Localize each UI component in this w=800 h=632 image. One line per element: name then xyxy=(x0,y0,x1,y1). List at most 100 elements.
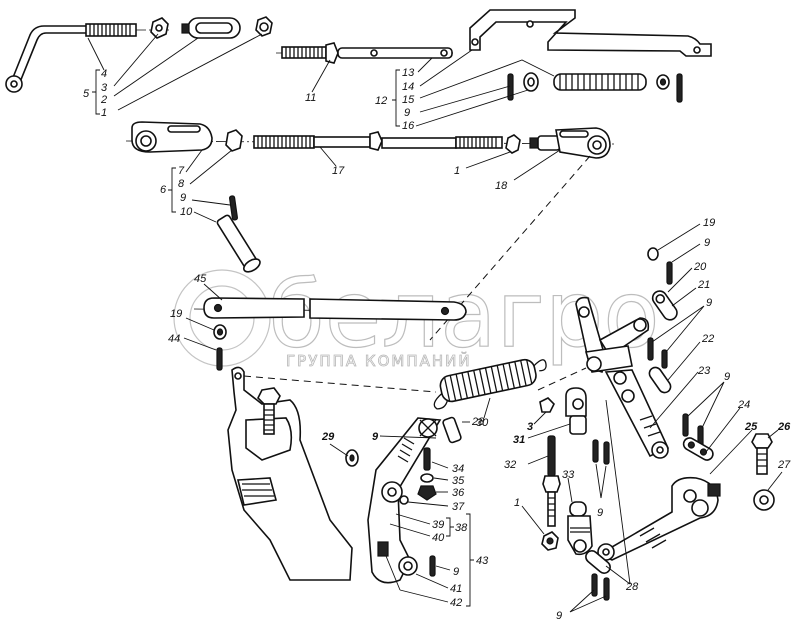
assembly-line-bracket xyxy=(243,375,437,393)
washer-part-35 xyxy=(420,473,434,483)
leader-44 xyxy=(183,337,217,351)
nut-part-36 xyxy=(417,485,437,501)
label-9-group-12: 9 xyxy=(404,107,410,119)
label-9-lever: 9 xyxy=(453,566,459,578)
bolt-part-34 xyxy=(423,447,431,471)
bolt-part-32 xyxy=(542,435,561,527)
crank-rod-part-4 xyxy=(5,23,172,93)
label-18: 18 xyxy=(495,180,508,192)
leader-lines-34-37 xyxy=(407,461,449,507)
label-23: 23 xyxy=(697,365,711,377)
leader-20 xyxy=(667,267,693,293)
link-bar-part-45 xyxy=(193,297,467,321)
label-9-r3: 9 xyxy=(724,371,730,383)
nut-part-1-rod xyxy=(505,134,521,154)
label-1-bottom: 1 xyxy=(514,497,520,509)
label-8: 8 xyxy=(178,178,185,190)
label-40: 40 xyxy=(432,532,445,544)
pin-part-37 xyxy=(399,495,409,505)
label-9-lever-top: 9 xyxy=(372,431,379,443)
leader-lines-group-12 xyxy=(392,49,555,127)
lever-part-40 xyxy=(367,417,442,584)
leader-29 xyxy=(329,443,349,457)
label-3: 3 xyxy=(527,421,533,433)
label-group-6: 6 xyxy=(160,184,167,196)
label-34: 34 xyxy=(452,463,464,475)
leader-9-r1 xyxy=(671,243,701,263)
label-3: 3 xyxy=(101,82,108,94)
watermark-subtitle: ГРУППА КОМПАНИЙ xyxy=(286,351,472,370)
label-7: 7 xyxy=(178,165,185,177)
label-10: 10 xyxy=(180,206,193,218)
cotter-pin-part-9-right xyxy=(676,73,683,103)
label-44: 44 xyxy=(168,333,180,345)
leader-19-left xyxy=(185,317,215,331)
label-41: 41 xyxy=(450,583,462,595)
washer-part-16b xyxy=(656,74,670,90)
label-43: 43 xyxy=(476,555,489,567)
label-13: 13 xyxy=(402,67,415,79)
label-19-left: 19 xyxy=(170,308,182,320)
label-31: 31 xyxy=(513,434,525,446)
nut-part-3 xyxy=(150,17,169,39)
leader-19-right xyxy=(657,223,701,251)
spring-part-15 xyxy=(553,73,647,91)
label-21: 21 xyxy=(697,279,710,291)
leader-32 xyxy=(527,455,549,465)
cotter-pin-part-9-b2 xyxy=(603,577,610,601)
leader-lines-group-6 xyxy=(168,149,233,223)
washer-part-19-left xyxy=(213,324,227,340)
leader-lines-group-5 xyxy=(87,33,263,115)
washer-part-27 xyxy=(753,489,775,511)
label-26: 26 xyxy=(777,421,791,433)
cotter-pin-part-9-b1 xyxy=(591,573,598,597)
label-2: 2 xyxy=(100,94,107,106)
leader-3 xyxy=(533,411,547,425)
cotter-pins-part-9-center xyxy=(592,439,610,499)
leader-1-rod xyxy=(465,151,511,169)
pin-part-10 xyxy=(216,214,261,273)
washer-part-19-right xyxy=(647,247,659,261)
label-42: 42 xyxy=(450,597,462,609)
label-14: 14 xyxy=(402,81,414,93)
cotter-pin-part-44 xyxy=(216,347,223,371)
label-36: 36 xyxy=(452,487,465,499)
leader-22 xyxy=(667,341,701,381)
label-24: 24 xyxy=(737,399,750,411)
thread xyxy=(85,23,137,37)
label-32: 32 xyxy=(504,459,516,471)
label-9-r2: 9 xyxy=(706,297,712,309)
label-15: 15 xyxy=(402,94,415,106)
clevis-part-31 xyxy=(565,387,587,435)
label-group-12: 12 xyxy=(375,95,387,107)
cotter-pin-part-9-lever xyxy=(429,555,436,577)
washer-part-29 xyxy=(345,449,359,467)
label-9-bottom: 9 xyxy=(556,610,562,622)
leader-31 xyxy=(527,423,571,439)
label-17: 17 xyxy=(332,165,345,177)
cotter-pin-part-9-r1 xyxy=(666,261,673,285)
assembly-line-lever xyxy=(537,367,587,391)
label-group-5: 5 xyxy=(83,88,90,100)
lever-shaft-assembly xyxy=(575,296,670,459)
label-25: 25 xyxy=(744,421,758,433)
cotter-pin-part-9-r3a xyxy=(682,413,689,437)
cotter-pin-part-9-r2b xyxy=(661,349,668,369)
label-35: 35 xyxy=(452,475,465,487)
label-9-center: 9 xyxy=(597,507,603,519)
clevis-part-28-bottom xyxy=(585,550,611,574)
leader-lines-39-42 xyxy=(385,513,474,607)
nut-part-1 xyxy=(255,16,273,37)
label-38: 38 xyxy=(455,522,468,534)
clevis-part-20 xyxy=(651,290,678,321)
label-33: 33 xyxy=(562,469,575,481)
label-27: 27 xyxy=(777,459,791,471)
clevis-part-24 xyxy=(682,437,714,461)
pedal-lever xyxy=(597,476,721,561)
bolt-part-26 xyxy=(751,433,773,475)
spring-part-30 xyxy=(433,358,547,410)
label-29: 29 xyxy=(321,431,335,443)
leader-28-bottom xyxy=(605,399,631,585)
nut-part-1-bottom xyxy=(541,531,559,551)
